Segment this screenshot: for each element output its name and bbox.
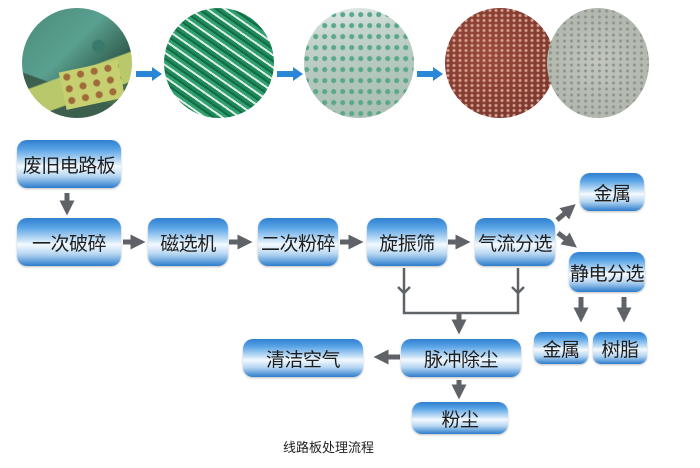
- node-pulse-dust-removal: 脉冲除尘: [401, 339, 521, 377]
- node-secondary-crush: 二次粉碎: [258, 218, 338, 266]
- photo-metal-powder: [445, 8, 555, 118]
- node-label: 旋振筛: [379, 232, 435, 255]
- node-label: 静电分选: [569, 262, 645, 285]
- blue-arrow-icon: [277, 67, 303, 81]
- node-dust: 粉尘: [412, 402, 508, 434]
- node-label: 废旧电路板: [22, 154, 116, 177]
- arrow-air-to-metal: [555, 204, 576, 222]
- node-clean-air: 清洁空气: [243, 339, 363, 377]
- node-resin: 树脂: [593, 332, 647, 364]
- node-label: 树脂: [601, 338, 639, 361]
- node-label: 粉尘: [441, 408, 479, 431]
- blue-arrow-icon: [417, 67, 443, 81]
- node-label: 一次破碎: [31, 232, 107, 255]
- node-metal-bottom: 金属: [534, 332, 588, 364]
- node-magnetic-separator: 磁选机: [148, 218, 228, 266]
- node-electrostatic-separation: 静电分选: [569, 252, 645, 292]
- node-metal-top: 金属: [580, 173, 644, 211]
- node-label: 脉冲除尘: [423, 348, 499, 371]
- node-label: 金属: [593, 182, 631, 205]
- node-label: 二次粉碎: [260, 232, 336, 255]
- node-label: 气流分选: [477, 232, 553, 255]
- photo-resin-powder: [547, 8, 649, 118]
- photo-ground-powder: [304, 8, 414, 118]
- photo-waste-circuit-boards: [22, 8, 132, 118]
- node-label: 金属: [542, 338, 580, 361]
- photo-crushed-fragments: [164, 8, 274, 118]
- node-vibrating-screen: 旋振筛: [367, 218, 447, 266]
- blue-arrow-icon: [136, 67, 162, 81]
- merge-line: [397, 268, 525, 315]
- diagram-caption: 线路板处理流程: [283, 441, 375, 456]
- node-primary-crush: 一次破碎: [17, 218, 121, 266]
- node-air-separation: 气流分选: [475, 218, 555, 266]
- arrow-air-to-electrostatic: [556, 231, 577, 248]
- node-label: 磁选机: [160, 232, 216, 255]
- node-label: 清洁空气: [265, 348, 341, 371]
- node-waste-pcb: 废旧电路板: [17, 140, 121, 188]
